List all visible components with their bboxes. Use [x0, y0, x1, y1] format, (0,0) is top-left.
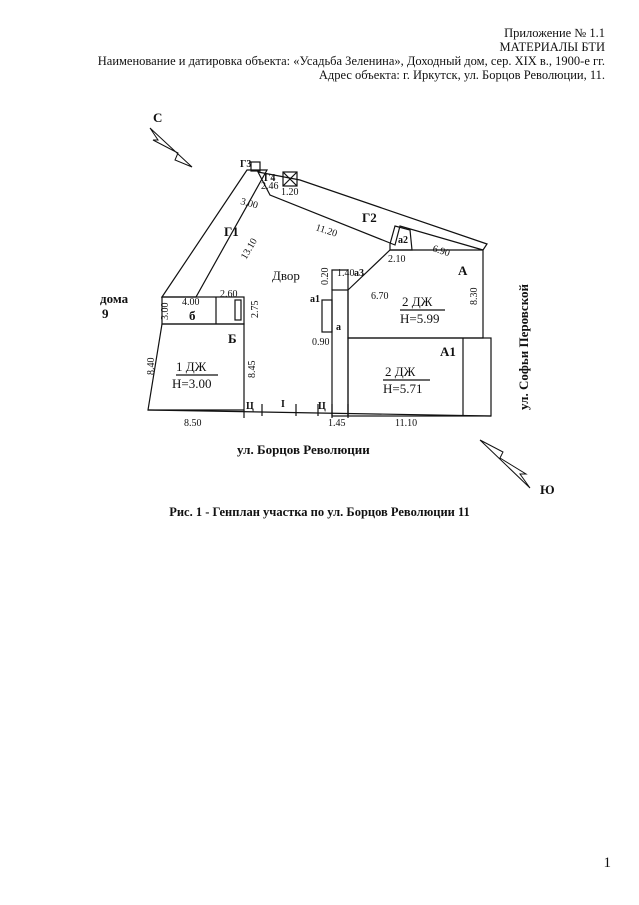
- house-2h-a1: Н=5.71: [383, 381, 422, 396]
- house-b-small: [161, 296, 245, 325]
- annex-a1: [321, 299, 333, 333]
- dim-1310: 13.10: [239, 237, 260, 262]
- gate-label: I: [281, 399, 285, 410]
- dim-145: 1.45: [328, 418, 346, 429]
- ts-label-1: Ц: [246, 401, 254, 412]
- label-b-small: б: [189, 308, 196, 323]
- g4-box: [282, 171, 298, 187]
- label-a1-small: а1: [310, 294, 320, 305]
- house-1dzh: 1 ДЖ: [176, 359, 207, 374]
- yard-label: Двор: [272, 268, 300, 283]
- street-right-label: ул. Софьи Перовской: [516, 283, 531, 410]
- label-g1: Г1: [224, 224, 239, 239]
- label-a2-small: а2: [398, 235, 408, 246]
- dim-300-top: 3.00: [239, 196, 259, 211]
- dim-020: 0.20: [320, 268, 331, 286]
- label-a-small: а: [336, 322, 341, 333]
- dim-210: 2.10: [388, 254, 406, 265]
- house-2dzh-a: 2 ДЖ: [402, 294, 433, 309]
- appendix-label: Приложение № 1.1: [504, 26, 605, 40]
- g1-shed: [160, 169, 269, 298]
- dim-140: 1.40: [337, 268, 355, 279]
- house-2dzh-a1: 2 ДЖ: [385, 364, 416, 379]
- label-a1-big: А1: [440, 344, 456, 359]
- object-address: Адрес объекта: г. Иркутск, ул. Борцов Ре…: [318, 68, 605, 82]
- dim-300-left: 3.00: [160, 303, 171, 321]
- site-plan: С Ю Двор дома 9 ул. Борцов Революции ул.…: [100, 110, 555, 495]
- stair-mark: [234, 299, 242, 321]
- dim-260: 2.60: [220, 289, 238, 300]
- label-b: Б: [228, 331, 237, 346]
- annex-a3: [331, 269, 349, 290]
- dim-400: 4.00: [182, 297, 200, 308]
- g2-shed: [256, 171, 488, 251]
- annex-a: [331, 289, 349, 417]
- label-g4: Г4: [264, 173, 275, 184]
- dim-275: 2.75: [250, 301, 261, 319]
- dim-845: 8.45: [247, 361, 258, 379]
- dim-120: 1.20: [281, 187, 299, 198]
- north-arrow: [149, 127, 193, 168]
- dim-840: 8.40: [146, 358, 157, 376]
- house9-label-1: дома: [100, 291, 129, 306]
- street-bottom-label: ул. Борцов Революции: [237, 442, 370, 457]
- object-name: Наименование и датировка объекта: «Усадь…: [97, 54, 605, 68]
- a2-annex: [389, 225, 413, 251]
- dim-1120: 11.20: [314, 222, 338, 239]
- dim-670: 6.70: [371, 291, 389, 302]
- label-a3-small: а3: [354, 268, 364, 279]
- house-2h-a: Н=5.99: [400, 311, 439, 326]
- figure-caption: Рис. 1 - Генплан участка по ул. Борцов Р…: [169, 505, 470, 519]
- dim-830: 8.30: [469, 288, 480, 306]
- label-g3: Г3: [240, 159, 251, 170]
- south-arrow: [479, 439, 531, 489]
- label-g2: Г2: [362, 210, 377, 225]
- north-label: С: [153, 110, 162, 125]
- g3-box: [250, 161, 261, 172]
- street-line: [147, 409, 492, 417]
- label-a: А: [458, 263, 468, 278]
- materials-label: МАТЕРИАЛЫ БТИ: [499, 40, 606, 54]
- dim-690: 6.90: [431, 243, 451, 259]
- building-a1: [347, 337, 492, 417]
- south-label: Ю: [540, 482, 555, 495]
- dim-850: 8.50: [184, 418, 202, 429]
- house-1h: Н=3.00: [172, 376, 211, 391]
- ts-label-2: Ц: [318, 401, 326, 412]
- dim-1110: 11.10: [395, 418, 417, 429]
- dim-246: 2.46: [261, 181, 279, 192]
- page-number: 1: [603, 855, 612, 871]
- dim-090: 0.90: [312, 337, 330, 348]
- house9-label-2: 9: [102, 306, 109, 321]
